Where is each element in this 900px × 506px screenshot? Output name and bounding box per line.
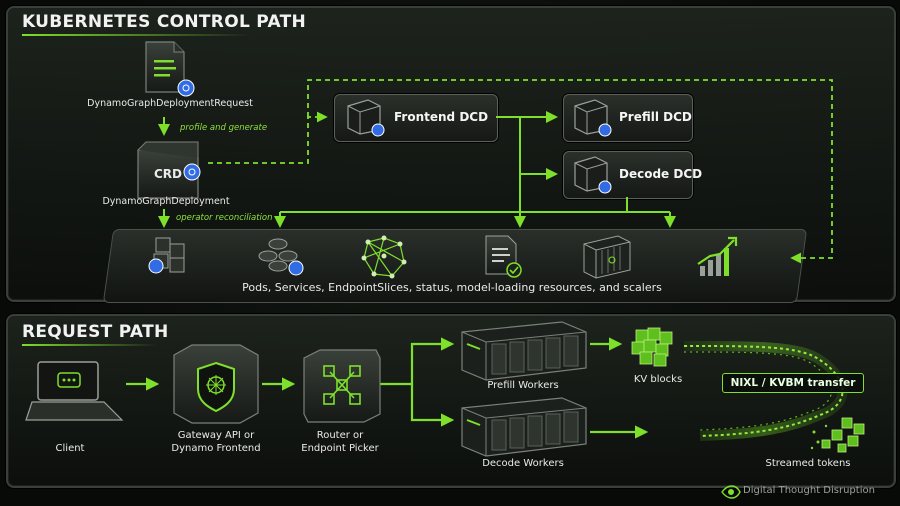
crd-text: CRD [154,167,182,181]
kv-blocks-label: KV blocks [633,374,683,385]
router-label-line1: Router or [316,430,364,441]
deployment-label: DynamoGraphDeployment [102,196,230,207]
reconcile-label: operator reconciliation [176,213,273,223]
shield-gateway-icon [173,344,259,424]
crd-cube-icon: CRD [137,141,199,199]
transfer-badge: NIXL / KVBM transfer [722,373,864,393]
document-icon [145,41,185,93]
router-icon [303,349,381,423]
feedback-dashed-loop [307,79,833,264]
router-to-prefill-arrow [378,337,455,386]
resources-label: Pods, Services, EndpointSlices, status, … [242,281,662,294]
nvidia-eye-icon [721,485,741,499]
decode-workers-label: Decode Workers [482,458,564,469]
container-icon [583,235,631,279]
kubernetes-icon [177,79,195,97]
client-label: Client [55,443,85,454]
prefill-dcd-label: Prefill DCD [619,110,692,124]
gateway-label-line2: Dynamo Frontend [171,443,261,454]
request-label: DynamoGraphDeploymentRequest [87,98,253,109]
kv-cubes-icon [631,327,673,367]
gateway-label-line1: Gateway API or [177,430,255,441]
request-path-title: REQUEST PATH [22,322,169,342]
cubes-icon [148,237,185,274]
chip-icon [347,99,385,137]
chip-icon [574,99,612,137]
server-rack-icon [461,397,587,457]
router-label-line2: Endpoint Picker [301,443,379,454]
dashed-connectors [208,79,833,264]
control-path-title: KUBERNETES CONTROL PATH [22,12,307,32]
control-title-underline [22,34,252,36]
request-connectors [126,337,649,439]
status-document-icon [485,235,522,278]
decode-dcd-label: Decode DCD [619,167,703,181]
network-icon [361,235,407,279]
pods-icon [258,238,304,276]
crd-to-frontend-dashed [208,111,328,164]
frontend-down-line [496,116,521,226]
frontend-dcd-label: Frontend DCD [394,110,489,124]
control-connectors [158,116,676,228]
kubernetes-icon [183,163,201,181]
request-title-underline [22,344,157,346]
server-rack-icon [461,321,587,381]
chip-icon [574,156,612,194]
router-to-decode-arrow [410,384,455,427]
prefill-workers-label: Prefill Workers [487,380,559,391]
growth-chart-icon [697,236,738,276]
frontend-to-decode-arrow [519,150,558,180]
token-cubes-icon [810,417,865,453]
streamed-tokens-label: Streamed tokens [765,458,851,469]
laptop-chat-icon [25,361,124,421]
profile-label: profile and generate [180,123,268,133]
watermark-text: Digital Thought Disruption [743,485,875,496]
